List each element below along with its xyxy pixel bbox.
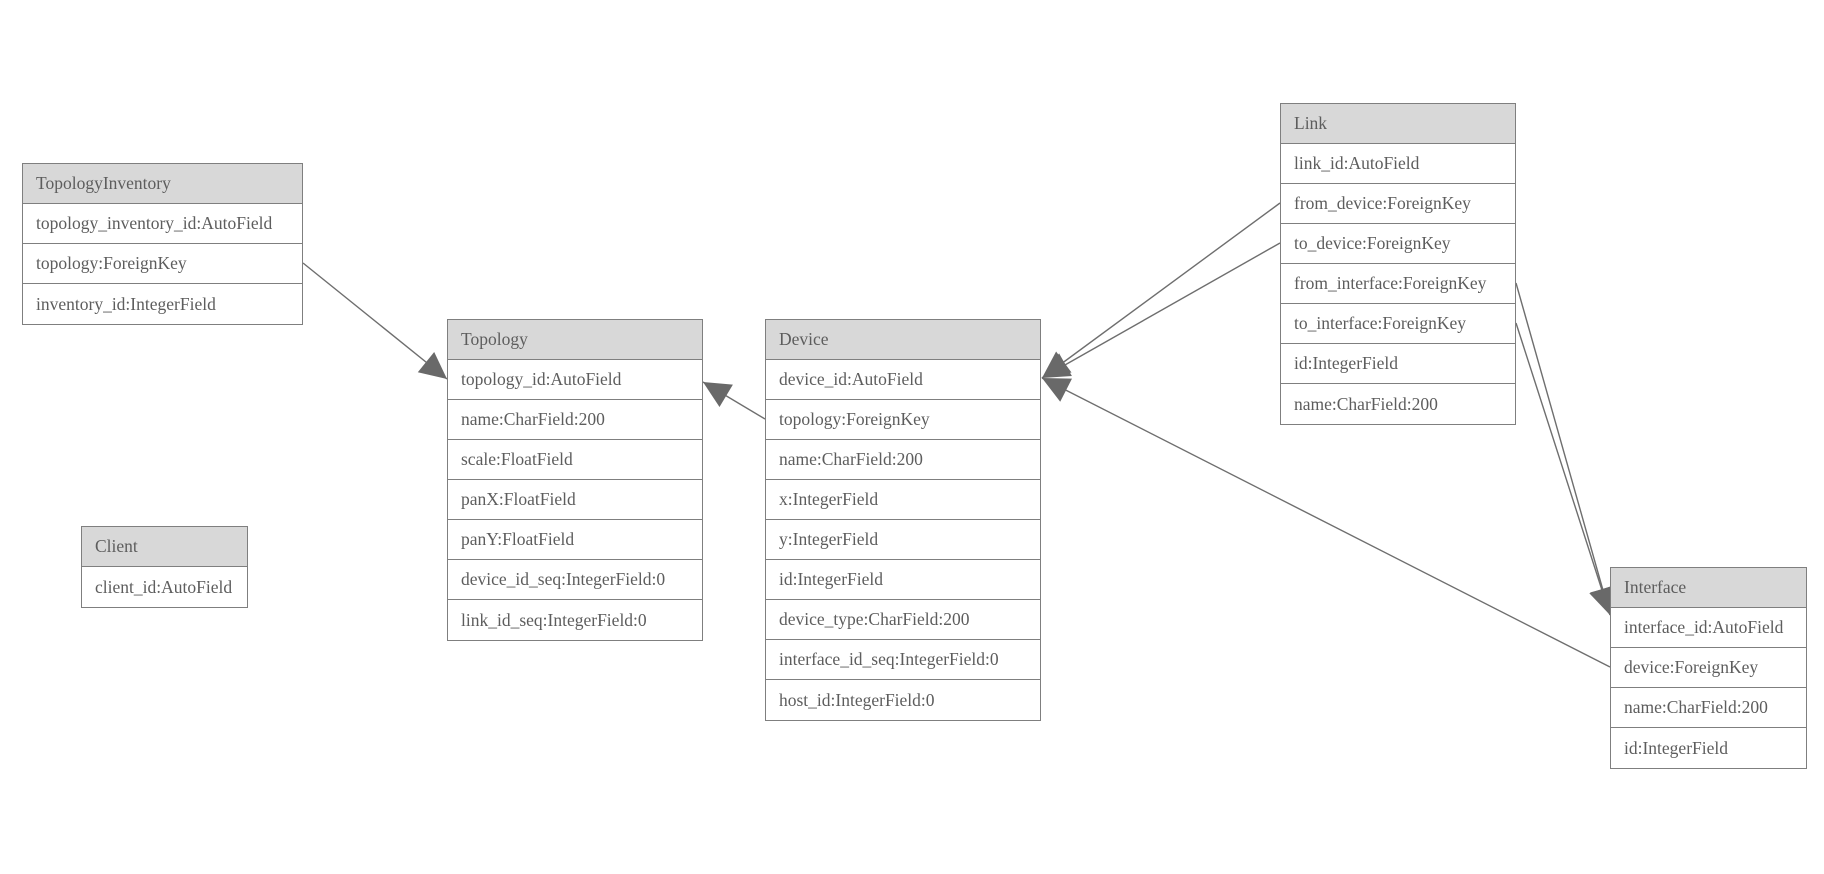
field-row: topology_id:AutoField [448,360,702,400]
field-row: x:IntegerField [766,480,1040,520]
field-row: host_id:IntegerField:0 [766,680,1040,720]
relation-line-interface-device [1041,377,1611,668]
field-row: interface_id:AutoField [1611,608,1806,648]
entity-device: Device device_id:AutoField topology:Fore… [765,319,1041,721]
field-row: device_type:CharField:200 [766,600,1040,640]
field-row: name:CharField:200 [448,400,702,440]
field-row: id:IntegerField [1281,344,1515,384]
field-row: id:IntegerField [1611,728,1806,768]
field-row: link_id:AutoField [1281,144,1515,184]
entity-link-title: Link [1281,104,1515,144]
field-row: device_id_seq:IntegerField:0 [448,560,702,600]
field-row: name:CharField:200 [766,440,1040,480]
field-row: to_interface:ForeignKey [1281,304,1515,344]
entity-topologyinventory: TopologyInventory topology_inventory_id:… [22,163,303,325]
entity-client: Client client_id:AutoField [81,526,248,608]
relation-line-topologyinventory-topology [302,262,448,380]
relation-line-link-fromdevice-device [1041,202,1281,379]
relation-line-link-todevice-device [1041,242,1281,379]
entity-client-title: Client [82,527,247,567]
field-row: name:CharField:200 [1611,688,1806,728]
field-row: topology:ForeignKey [23,244,302,284]
field-row: id:IntegerField [766,560,1040,600]
arrowhead-topologyinventory-topology [417,352,447,379]
field-row: panX:FloatField [448,480,702,520]
arrowhead-device-topology [703,382,733,407]
field-row: name:CharField:200 [1281,384,1515,424]
relation-line-link-frominterface-interface [1515,282,1611,616]
entity-topology-title: Topology [448,320,702,360]
field-row: link_id_seq:IntegerField:0 [448,600,702,640]
field-row: y:IntegerField [766,520,1040,560]
entity-link: Link link_id:AutoField from_device:Forei… [1280,103,1516,425]
arrowhead-link-todevice-device [1042,353,1072,378]
field-row: inventory_id:IntegerField [23,284,302,324]
entity-device-title: Device [766,320,1040,360]
entity-interface: Interface interface_id:AutoField device:… [1610,567,1807,769]
entity-topology: Topology topology_id:AutoField name:Char… [447,319,703,641]
field-row: interface_id_seq:IntegerField:0 [766,640,1040,680]
field-row: topology_inventory_id:AutoField [23,204,302,244]
field-row: panY:FloatField [448,520,702,560]
field-row: device_id:AutoField [766,360,1040,400]
arrowhead-interface-device [1042,378,1072,402]
field-row: client_id:AutoField [82,567,247,607]
field-row: scale:FloatField [448,440,702,480]
field-row: device:ForeignKey [1611,648,1806,688]
field-row: to_device:ForeignKey [1281,224,1515,264]
entity-interface-title: Interface [1611,568,1806,608]
field-row: from_interface:ForeignKey [1281,264,1515,304]
field-row: topology:ForeignKey [766,400,1040,440]
arrowhead-link-tointerface-interface [1589,585,1615,615]
entity-topologyinventory-title: TopologyInventory [23,164,302,204]
relation-line-link-tointerface-interface [1515,322,1611,616]
field-row: from_device:ForeignKey [1281,184,1515,224]
